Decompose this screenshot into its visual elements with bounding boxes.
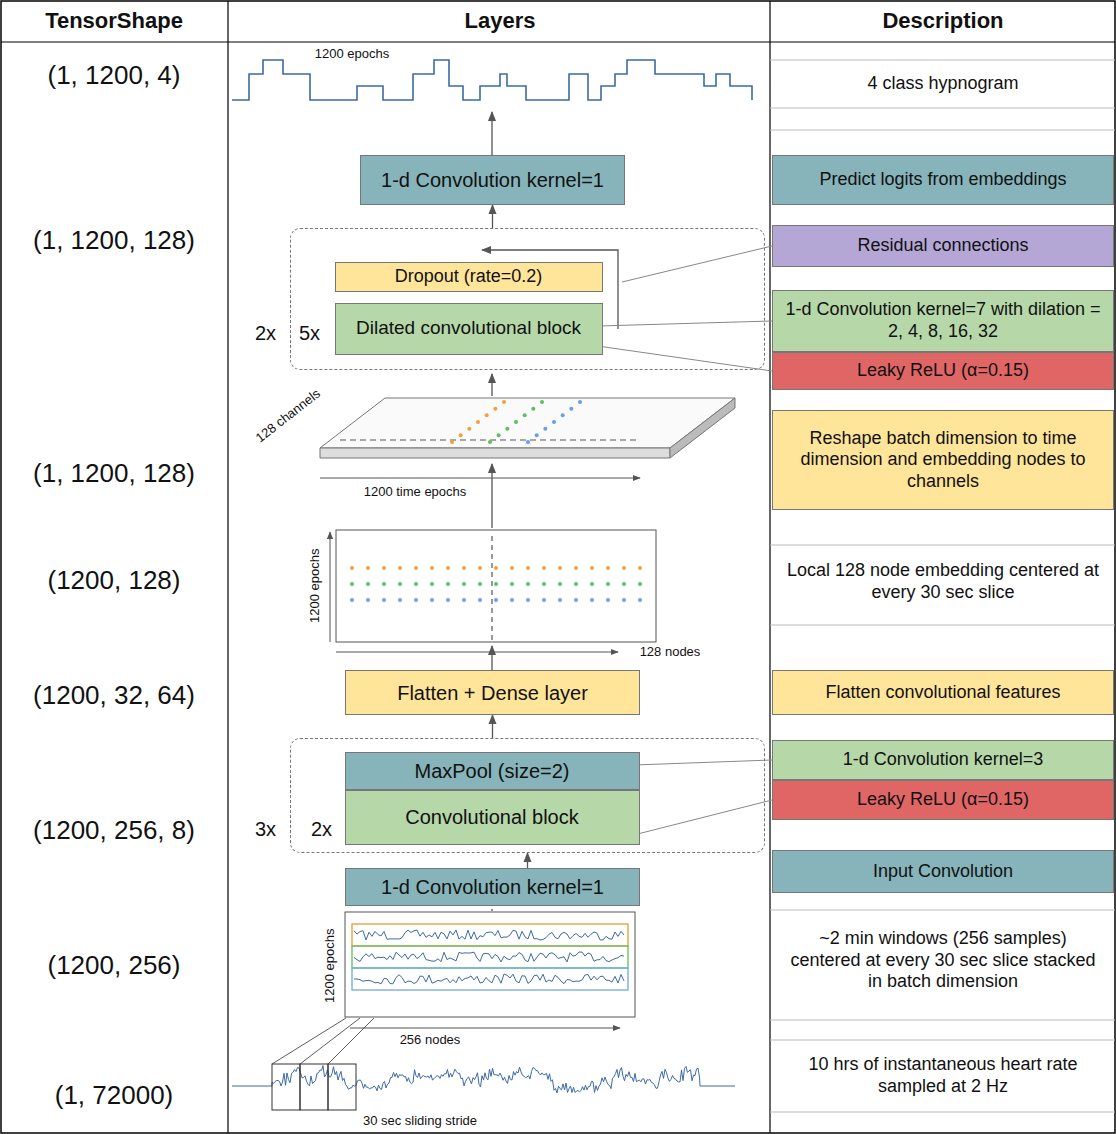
embedding-slab	[320, 398, 735, 458]
description-text: 10 hrs of instantaneous heart rate sampl…	[783, 1054, 1103, 1097]
flow-arrow	[491, 464, 492, 528]
description-box: Predict logits from embeddings	[772, 155, 1114, 205]
box-label: MaxPool (size=2)	[406, 757, 577, 785]
box-label: Leaky ReLU (α=0.15)	[849, 358, 1037, 384]
column-header: TensorShape	[4, 8, 224, 34]
tensor-shape: (1, 1200, 128)	[4, 225, 224, 256]
description-box: 1-d Convolution kernel=7 with dilation =…	[772, 290, 1114, 352]
description-box: Residual connections	[772, 225, 1114, 267]
flow-arrow	[492, 715, 493, 738]
description-box: Leaky ReLU (α=0.15)	[772, 352, 1114, 390]
maxpool-box: MaxPool (size=2)	[345, 752, 640, 790]
box-label: 1-d Convolution kernel=1	[373, 166, 612, 194]
leader-line	[640, 760, 773, 765]
axis-label: 256 nodes	[380, 1032, 480, 1048]
repeat-group: 2x5xDropout (rate=0.2)Dilated convolutio…	[290, 228, 765, 370]
flow-arrow	[491, 374, 492, 396]
axis-label: 1200 epochs	[292, 46, 412, 62]
dropout-box: Dropout (rate=0.2)	[335, 262, 603, 292]
description-text: 4 class hypnogram	[778, 73, 1108, 95]
axis-label: 1200 epochs	[322, 916, 338, 1016]
leader-line	[622, 246, 772, 282]
box-label: Input Convolution	[865, 859, 1021, 885]
box-label: Flatten + Dense layer	[389, 679, 596, 707]
output-conv-box: 1-d Convolution kernel=1	[360, 155, 625, 205]
axis-label: 30 sec sliding stride	[345, 1113, 495, 1129]
box-label: Dilated convolutional block	[348, 315, 589, 342]
heart-rate-signal	[232, 1018, 735, 1110]
description-box: Input Convolution	[772, 850, 1114, 893]
tensor-shape: (1200, 256, 8)	[4, 815, 224, 846]
hypnogram-trace	[232, 60, 752, 100]
repeat-count: 2x	[255, 321, 276, 345]
flow-arrow	[491, 112, 492, 155]
box-label: Dropout (rate=0.2)	[387, 264, 551, 290]
tensor-shape: (1, 72000)	[4, 1080, 224, 1111]
column-header: Layers	[350, 8, 650, 34]
description-box: Leaky ReLU (α=0.15)	[772, 780, 1114, 820]
description-box: Flatten convolutional features	[772, 670, 1114, 715]
tensor-shape: (1200, 256)	[4, 950, 224, 981]
flow-arrow	[491, 908, 492, 911]
description-text: Local 128 node embedding centered at eve…	[783, 560, 1103, 603]
repeat-count: 2x	[311, 817, 332, 841]
leader-line	[603, 347, 773, 371]
leader-line	[603, 321, 773, 326]
flow-arrow	[491, 646, 492, 670]
box-label: Flatten convolutional features	[817, 680, 1068, 706]
tensor-shape: (1200, 32, 64)	[4, 680, 224, 711]
dense-layer-box: Flatten + Dense layer	[345, 670, 640, 715]
dilated-conv-box: Dilated convolutional block	[335, 303, 603, 355]
column-divider	[769, 1, 770, 1133]
box-label: Predict logits from embeddings	[811, 167, 1074, 193]
input-conv-box: 1-d Convolution kernel=1	[345, 868, 640, 906]
leader-line	[640, 800, 773, 834]
conv-block-box: Convolutional block	[345, 790, 640, 845]
cell-rules	[770, 60, 1115, 1112]
box-label: Convolutional block	[397, 803, 586, 831]
axis-label: 1200 time epochs	[345, 484, 485, 500]
description-text: ~2 min windows (256 samples) centered at…	[783, 928, 1103, 993]
box-label: Leaky ReLU (α=0.15)	[849, 787, 1037, 813]
box-label: Residual connections	[849, 233, 1036, 259]
repeat-group: 3x2xMaxPool (size=2)Convolutional block	[290, 738, 765, 853]
tensor-shape: (1, 1200, 4)	[4, 60, 224, 91]
repeat-count: 5x	[299, 321, 320, 345]
column-header: Description	[783, 8, 1103, 34]
flow-arrow	[492, 205, 493, 228]
repeat-count: 3x	[255, 817, 276, 841]
flow-arrow	[527, 853, 528, 868]
embedding-grid	[330, 530, 656, 652]
axis-line	[320, 478, 640, 479]
header-rule	[1, 41, 1115, 42]
axis-label: 128 channels	[240, 376, 336, 456]
axis-label: 128 nodes	[630, 644, 710, 660]
box-label: 1-d Convolution kernel=1	[373, 873, 612, 901]
column-divider	[227, 1, 228, 1133]
description-box: 1-d Convolution kernel=3	[772, 740, 1114, 780]
box-label: 1-d Convolution kernel=7 with dilation =…	[773, 297, 1113, 344]
box-label: Reshape batch dimension to time dimensio…	[773, 426, 1113, 495]
description-box: Reshape batch dimension to time dimensio…	[772, 410, 1114, 510]
tensor-shape: (1200, 128)	[4, 565, 224, 596]
axis-label: 1200 epochs	[307, 536, 323, 636]
tensor-shape: (1, 1200, 128)	[4, 458, 224, 489]
box-label: 1-d Convolution kernel=3	[835, 747, 1052, 773]
window-stack	[345, 912, 635, 1028]
